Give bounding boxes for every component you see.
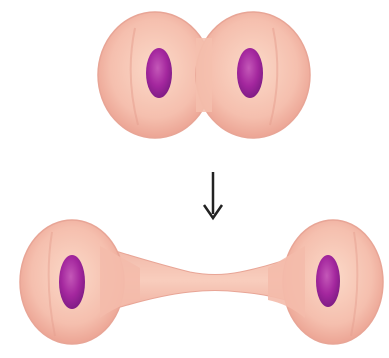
nucleus-right-bottom (316, 255, 340, 307)
down-arrow-icon (204, 172, 222, 218)
nucleus-right-top (237, 48, 263, 98)
nucleus-left-top (146, 48, 172, 98)
nucleus-left-bottom (59, 255, 85, 309)
dividing-cell-early (98, 12, 310, 138)
dividing-cell-late (20, 220, 383, 344)
cleavage-junction (196, 38, 212, 112)
